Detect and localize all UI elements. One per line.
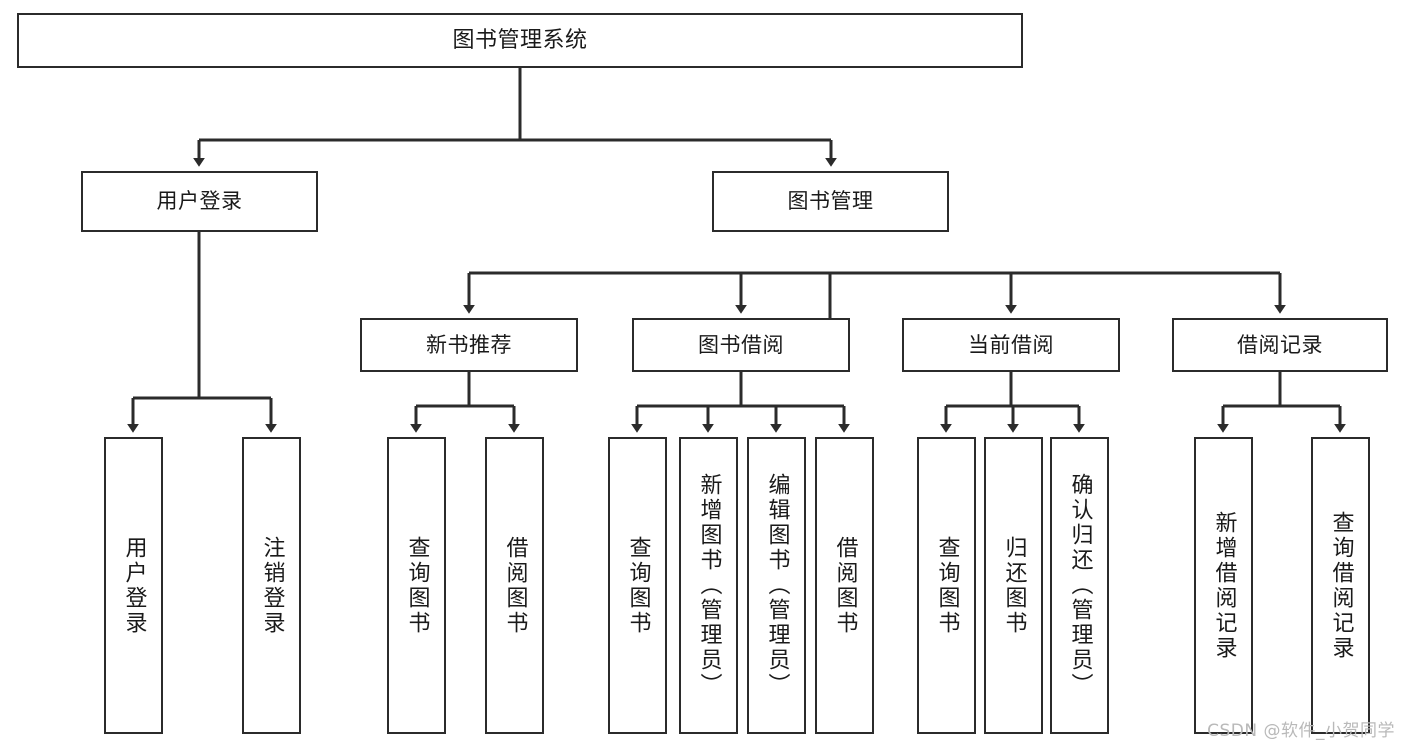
node-label: 确认归还（管理员） [1067,473,1093,698]
node-label: 用户登录 [156,189,243,214]
leaf-add-borrow-record[interactable]: 新增借阅记录 [1194,437,1253,734]
node-label: 查询图书 [404,535,430,636]
node-label: 注销登录 [259,535,285,636]
leaf-borrow-book[interactable]: 借阅图书 [815,437,874,734]
node-label: 编辑图书（管理员） [764,473,790,698]
node-label: 新书推荐 [426,332,512,357]
node-label: 借阅记录 [1237,332,1323,357]
node-label: 图书管理系统 [452,27,588,53]
node-label: 用户登录 [121,535,147,636]
node-label: 图书借阅 [698,332,784,357]
leaf-query-borrow-record[interactable]: 查询借阅记录 [1311,437,1370,734]
leaf-logout[interactable]: 注销登录 [242,437,301,734]
node-label: 新增借阅记录 [1211,510,1237,661]
node-new-book-recommend[interactable]: 新书推荐 [360,318,578,372]
node-label: 当前借阅 [968,332,1054,357]
leaf-edit-book[interactable]: 编辑图书（管理员） [747,437,806,734]
leaf-query-book-borrow[interactable]: 查询图书 [608,437,667,734]
leaf-query-book-current[interactable]: 查询图书 [917,437,976,734]
node-label: 新增图书（管理员） [696,473,722,698]
node-book-management[interactable]: 图书管理 [712,171,949,232]
leaf-return-book[interactable]: 归还图书 [984,437,1043,734]
node-book-management-system[interactable]: 图书管理系统 [17,13,1023,68]
node-label: 借阅图书 [832,535,858,636]
node-label: 归还图书 [1001,535,1027,636]
leaf-add-book[interactable]: 新增图书（管理员） [679,437,738,734]
node-borrow-record[interactable]: 借阅记录 [1172,318,1388,372]
leaf-confirm-return[interactable]: 确认归还（管理员） [1050,437,1109,734]
node-label: 图书管理 [787,189,874,214]
node-label: 查询图书 [625,535,651,636]
node-book-borrow[interactable]: 图书借阅 [632,318,850,372]
leaf-borrow-book-recommend[interactable]: 借阅图书 [485,437,544,734]
node-current-borrow[interactable]: 当前借阅 [902,318,1120,372]
node-user-login[interactable]: 用户登录 [81,171,318,232]
csdn-watermark: CSDN @软件_小贺同学 [1207,721,1395,741]
leaf-user-login[interactable]: 用户登录 [104,437,163,734]
node-label: 查询借阅记录 [1328,510,1354,661]
leaf-query-book-recommend[interactable]: 查询图书 [387,437,446,734]
node-label: 借阅图书 [502,535,528,636]
node-label: 查询图书 [934,535,960,636]
